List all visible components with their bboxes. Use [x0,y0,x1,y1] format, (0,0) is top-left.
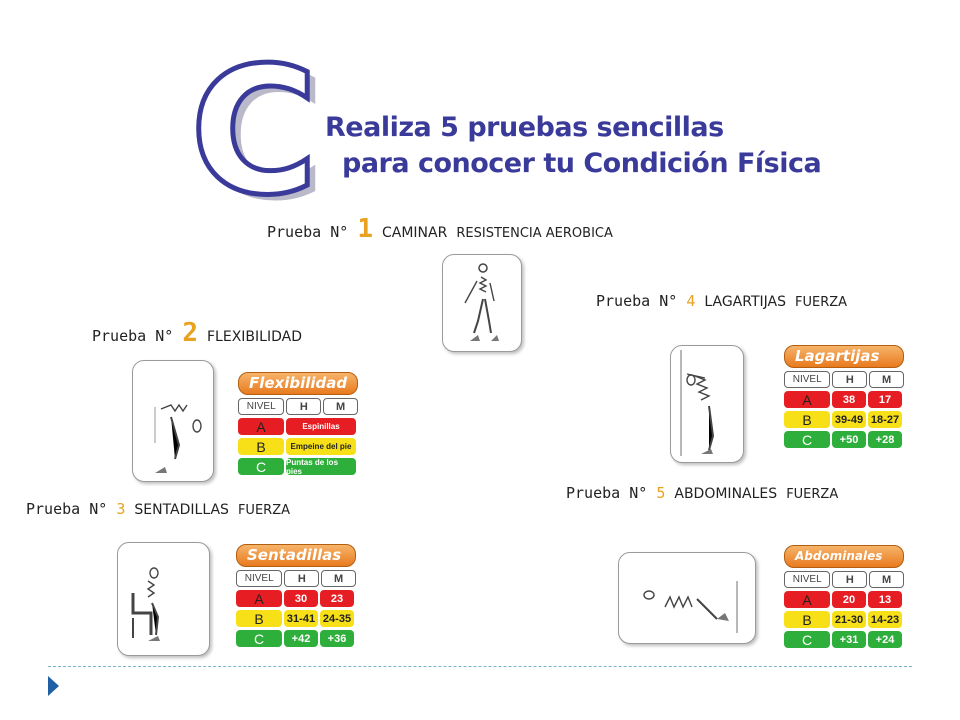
test-5-kind: FUERZA [786,487,839,502]
m-header: M [869,571,905,588]
footer-divider [48,666,912,667]
arrow-right-icon[interactable] [48,676,59,696]
squat-table: Sentadillas NIVEL H M A 30 23 B 31-41 24… [236,544,357,647]
m-header: M [321,570,357,587]
test-5-prefix: Prueba N° [566,484,648,502]
headline-line-1: Realiza 5 pruebas sencillas [325,112,724,143]
nivel-header: NIVEL [238,398,285,415]
h-header: H [286,398,322,415]
test-5-label: Prueba N° 5 ABDOMINALES FUERZA [566,484,838,502]
level-b: B [784,411,830,428]
h-header: H [832,371,868,388]
test-3-label: Prueba N° 3 SENTADILLAS FUERZA [26,500,290,518]
level-a: A [784,591,830,608]
flex-value-a: Espinillas [286,418,356,435]
situp-table-title: Abdominales [784,545,904,568]
flexibility-table: Flexibilidad NIVEL H M A Espinillas B Em… [238,372,359,476]
nivel-header: NIVEL [784,571,831,588]
test-4-kind: FUERZA [795,295,848,310]
level-c: C [236,630,282,647]
logo-letter-c: C [187,31,320,234]
pushup-figure-icon [680,350,715,456]
nivel-header: NIVEL [784,371,831,388]
flex-value-b: Empeine del pie [286,438,356,455]
situp-a-h: 20 [832,591,866,608]
situp-table: Abdominales NIVEL H M A 20 13 B 21-30 14… [784,545,905,648]
test-1-label: Prueba N° 1 CAMINAR RESISTENCIA AEROBICA [267,214,613,244]
test-4-prefix: Prueba N° [596,292,678,310]
pushup-c-h: +50 [832,431,866,448]
walking-figure-icon [464,263,499,341]
level-c: C [784,431,830,448]
test-1-prefix: Prueba N° [267,223,349,241]
pushup-c-m: +28 [868,431,902,448]
headline-line-2: para conocer tu Condición Física [342,148,822,179]
test-3-name: SENTADILLAS [134,502,229,518]
flexibility-figure-card [132,360,214,482]
test-2-name: FLEXIBILIDAD [207,329,302,345]
squat-c-m: +36 [320,630,354,647]
h-header: H [284,570,320,587]
squat-table-title: Sentadillas [236,544,356,567]
situp-c-h: +31 [832,631,866,648]
level-c: C [238,458,284,475]
pushup-figure-card [670,345,744,463]
test-5-name: ABDOMINALES [674,486,778,502]
pushup-b-h: 39-49 [832,411,866,428]
test-2-label: Prueba N° 2 FLEXIBILIDAD [92,318,302,348]
m-header: M [323,398,359,415]
level-b: B [784,611,830,628]
level-a: A [238,418,284,435]
flex-value-c: Puntas de los pies [286,458,356,476]
squat-figure-icon [131,567,160,641]
pushup-b-m: 18-27 [868,411,902,428]
test-4-label: Prueba N° 4 LAGARTIJAS FUERZA [596,292,847,310]
test-1-kind: RESISTENCIA AEROBICA [456,226,613,241]
flexibility-table-title: Flexibilidad [238,372,358,395]
test-5-number: 5 [656,484,666,502]
test-3-number: 3 [116,500,126,518]
level-c: C [784,631,830,648]
squat-a-h: 30 [284,590,318,607]
pushup-a-m: 17 [868,391,902,408]
level-b: B [238,438,284,455]
situp-b-h: 21-30 [832,611,866,628]
pushup-a-h: 38 [832,391,866,408]
situp-figure-card [618,552,756,644]
situp-figure-icon [643,581,738,633]
level-a: A [236,590,282,607]
test-1-number: 1 [357,214,373,244]
pushup-table-title: Lagartijas [784,345,904,368]
level-a: A [784,391,830,408]
squat-a-m: 23 [320,590,354,607]
situp-a-m: 13 [868,591,902,608]
squat-figure-card [117,542,210,656]
test-2-prefix: Prueba N° [92,327,174,345]
test-4-number: 4 [686,292,696,310]
test-3-prefix: Prueba N° [26,500,108,518]
pushup-table: Lagartijas NIVEL H M A 38 17 B 39-49 18-… [784,345,905,448]
h-header: H [832,571,868,588]
squat-b-m: 24-35 [320,610,354,627]
squat-c-h: +42 [284,630,318,647]
test-4-name: LAGARTIJAS [704,294,786,310]
situp-b-m: 14-23 [868,611,902,628]
nivel-header: NIVEL [236,570,283,587]
squat-b-h: 31-41 [284,610,318,627]
situp-c-m: +24 [868,631,902,648]
test-2-number: 2 [182,318,198,348]
test-1-name: CAMINAR [382,225,448,241]
m-header: M [869,371,905,388]
level-b: B [236,610,282,627]
flexibility-figure-icon [154,403,202,473]
test-3-kind: FUERZA [237,503,290,518]
walking-figure-card [442,254,522,352]
